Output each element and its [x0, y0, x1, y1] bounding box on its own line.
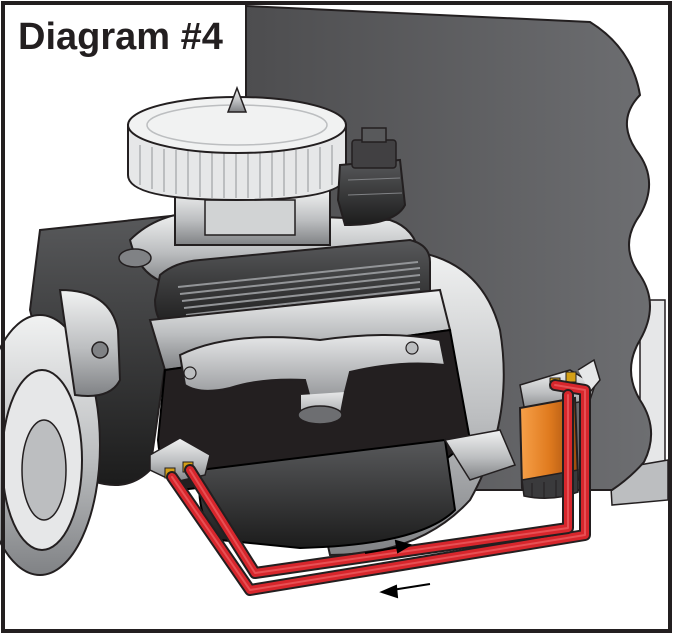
oil-hoses: [166, 379, 591, 596]
air-cleaner: [127, 85, 347, 202]
oil-pan: [198, 438, 457, 550]
front-pulley-assembly: [0, 288, 122, 576]
diagram-title: Diagram #4: [14, 16, 229, 61]
exhaust-header: [178, 334, 447, 425]
flow-direction-arrow-icon: [379, 583, 431, 599]
distributor: [336, 127, 407, 227]
starter-bracket: [443, 429, 517, 481]
flow-direction-arrow-icon: [364, 539, 413, 554]
